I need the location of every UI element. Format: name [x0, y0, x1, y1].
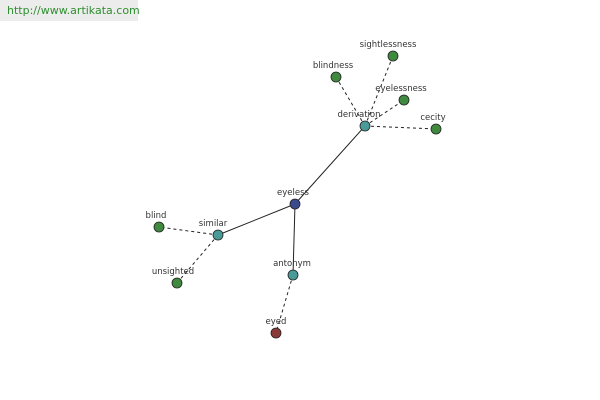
- graph-edges: [158, 55, 437, 334]
- edge-eyeless-derivation: [294, 125, 366, 205]
- node-antonym[interactable]: antonym: [273, 259, 311, 281]
- node-label-sightlessness: sightlessness: [360, 40, 417, 50]
- graph-nodes: eyeless derivation similar antonym sightless…: [146, 40, 446, 339]
- node-sightlessness[interactable]: sightlessness: [360, 40, 417, 62]
- node-derivation[interactable]: derivation: [337, 110, 381, 132]
- node-eyeless[interactable]: eyeless: [277, 188, 310, 210]
- edge-similar-unsighted: [176, 234, 219, 284]
- node-marker-blind[interactable]: [153, 221, 165, 233]
- edge-eyeless-antonym: [292, 203, 296, 276]
- node-cecity[interactable]: cecity: [420, 113, 446, 135]
- node-marker-cecity[interactable]: [430, 123, 442, 135]
- node-similar[interactable]: similar: [199, 219, 228, 241]
- edge-derivation-cecity: [364, 125, 437, 130]
- node-eyelessness[interactable]: eyelessness: [375, 84, 427, 106]
- edge-similar-blind: [158, 226, 219, 236]
- node-label-eyed: eyed: [266, 317, 287, 327]
- edge-derivation-sightlessness: [364, 55, 394, 127]
- node-marker-blindness[interactable]: [330, 71, 342, 83]
- edge-derivation-eyelessness: [364, 99, 405, 127]
- node-blind[interactable]: blind: [146, 211, 167, 233]
- site-url-watermark[interactable]: http://www.artikata.com: [0, 0, 140, 21]
- edge-eyeless-similar: [217, 203, 296, 236]
- node-blindness[interactable]: blindness: [313, 61, 354, 83]
- node-label-eyelessness: eyelessness: [375, 84, 427, 94]
- edge-antonym-eyed: [275, 274, 294, 334]
- node-marker-eyed[interactable]: [270, 327, 282, 339]
- node-label-blindness: blindness: [313, 61, 354, 71]
- node-label-cecity: cecity: [420, 113, 445, 123]
- node-marker-unsighted[interactable]: [171, 277, 183, 289]
- node-label-blind: blind: [146, 211, 167, 221]
- node-marker-similar[interactable]: [212, 229, 224, 241]
- node-label-unsighted: unsighted: [152, 267, 194, 277]
- node-unsighted[interactable]: unsighted: [152, 267, 194, 289]
- node-label-eyeless: eyeless: [277, 188, 310, 198]
- node-marker-sightlessness[interactable]: [387, 50, 399, 62]
- node-label-antonym: antonym: [273, 259, 311, 269]
- node-marker-eyeless[interactable]: [289, 198, 301, 210]
- node-marker-eyelessness[interactable]: [398, 94, 410, 106]
- node-eyed[interactable]: eyed: [266, 317, 287, 339]
- node-marker-derivation[interactable]: [359, 120, 371, 132]
- node-label-derivation: derivation: [337, 110, 380, 120]
- node-label-similar: similar: [199, 219, 228, 229]
- node-marker-antonym[interactable]: [287, 269, 299, 281]
